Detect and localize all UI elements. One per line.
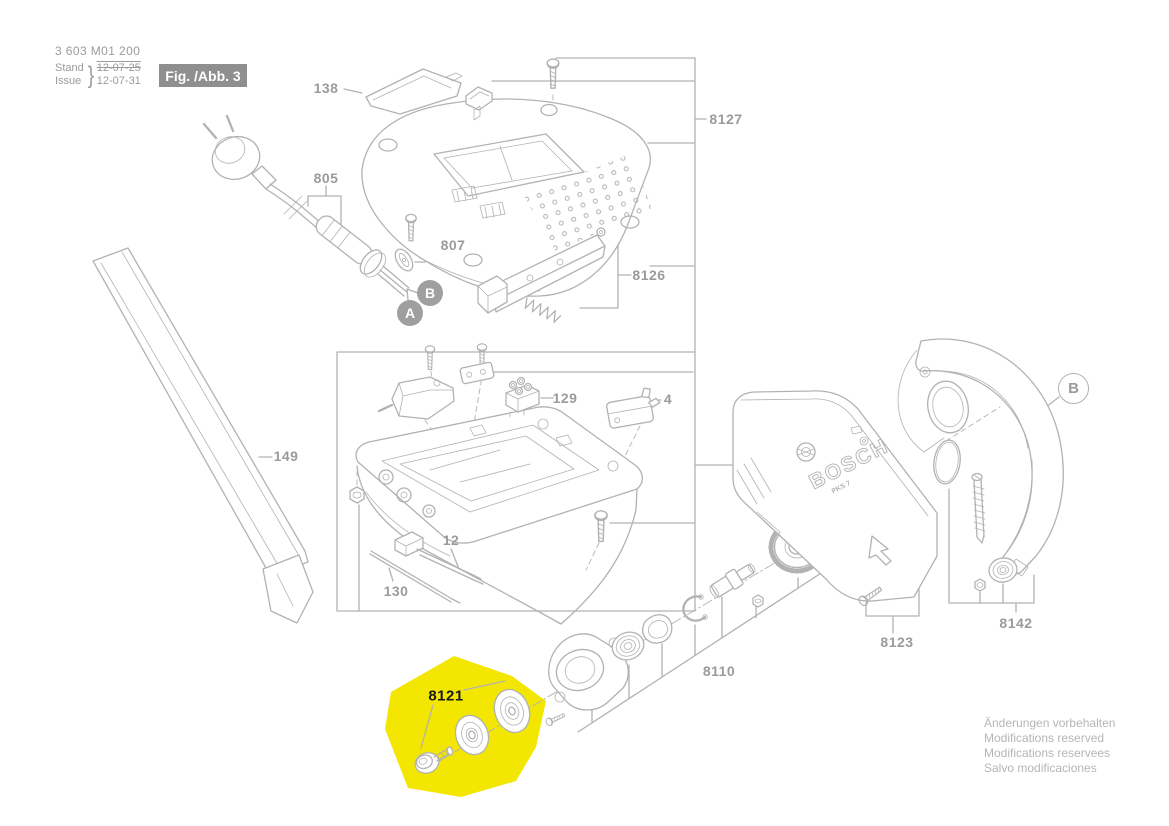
issue-label: Issue: [55, 75, 82, 87]
part-label-8142: 8142: [999, 615, 1033, 631]
part-label-130: 130: [383, 583, 409, 599]
legal-line-fr: Modifications reservees: [984, 746, 1111, 760]
cover-plate-138-drawing: [365, 68, 463, 115]
part-label-4: 4: [663, 391, 673, 407]
brace-glyph: }: [87, 61, 94, 89]
part-label-149: 149: [273, 448, 299, 464]
part-label-8121: 8121: [428, 687, 464, 705]
legal-line-en: Modifications reserved: [984, 731, 1105, 745]
superseded-date: 12-07-25: [96, 62, 141, 74]
part-label-8123: 8123: [880, 634, 914, 650]
blade-guard-8142-drawing: [897, 338, 1064, 592]
part-label-129: 129: [552, 390, 578, 406]
marker-b: B: [417, 280, 443, 306]
stand-label: Stand: [55, 62, 84, 74]
marker-b-detail: B: [1058, 373, 1089, 404]
bolt-set-8121-drawing: [414, 688, 531, 774]
blade-149-drawing: [92, 247, 314, 624]
part-label-805: 805: [313, 170, 339, 186]
title-block: 3 603 M01 200 Stand Issue } 12-07-25 12-…: [55, 44, 141, 88]
part-label-138: 138: [313, 80, 339, 96]
rail-8126-drawing: [477, 227, 606, 323]
part-label-8110: 8110: [702, 663, 736, 679]
marker-a: A: [397, 300, 423, 326]
figure-label-box: Fig. /Abb. 3: [159, 64, 247, 87]
legal-line-es: Salvo modificaciones: [984, 761, 1097, 775]
power-cord-drawing: [202, 114, 410, 297]
document-number: 3 603 M01 200: [55, 44, 141, 58]
legal-line-de: Änderungen vorbehalten: [984, 716, 1116, 730]
motor-housing-8123-drawing: BOSCH PKS 7: [732, 390, 938, 608]
issue-date: 12-07-31: [96, 75, 141, 87]
base-housing-drawing: [349, 343, 661, 625]
part-label-807: 807: [440, 237, 466, 253]
legal-notice: Änderungen vorbehalten Modifications res…: [984, 716, 1115, 776]
screw-clip-807-drawing: [394, 213, 417, 272]
part-label-12: 12: [442, 532, 460, 548]
part-label-8126: 8126: [632, 267, 666, 283]
part-label-8127: 8127: [709, 111, 743, 127]
